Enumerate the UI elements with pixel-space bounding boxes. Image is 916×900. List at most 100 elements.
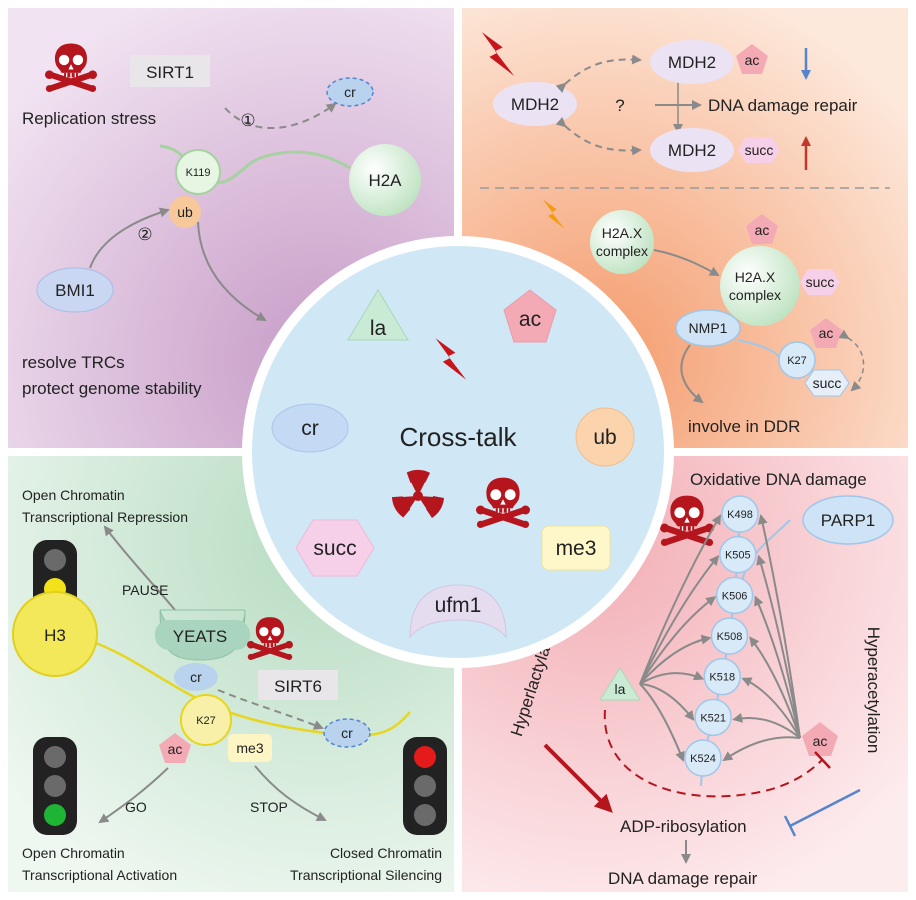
panel-h2a-k119: Replication stress SIRT1 ① cr K119 H2A u…	[22, 43, 421, 398]
mdh2-label: MDH2	[511, 95, 559, 114]
succ-mark-h2ax	[800, 269, 840, 295]
succ-label-nmp1: succ	[813, 375, 842, 391]
outcome-line-1: resolve TRCs	[22, 353, 125, 372]
k27-label-nmp1: K27	[787, 355, 807, 367]
la-to-k521-arrow	[639, 683, 695, 721]
me3-center-label: me3	[556, 537, 597, 560]
light-middle-off	[44, 775, 66, 797]
succ-label-mdh2: succ	[745, 142, 774, 158]
la-to-k518-arrow	[639, 670, 705, 685]
h2ax-label: H2A.X	[602, 225, 643, 241]
mdh2-to-succ-arrow	[555, 116, 642, 156]
cr-mark-removed-sirt6	[323, 718, 371, 748]
la-label-q4: la	[615, 681, 626, 697]
h2ax-mod-complex-label: complex	[729, 287, 781, 303]
pause-label: PAUSE	[122, 582, 168, 598]
nmp1-oval	[675, 309, 741, 347]
site-k524	[684, 739, 722, 777]
k119-residue	[175, 149, 221, 195]
h3-histone	[12, 591, 98, 677]
go-label: GO	[125, 799, 147, 815]
parp1-oval	[802, 495, 894, 545]
ac-inhibit-bar	[783, 815, 797, 837]
light-bottom-green	[44, 804, 66, 826]
sirt6-decrotonylation-arrow	[217, 689, 324, 730]
outcome-line-2: protect genome stability	[22, 379, 202, 398]
light-top-red	[414, 746, 436, 768]
cr-mark-yeats	[174, 663, 218, 691]
ac-label-h2ax: ac	[755, 222, 770, 238]
ub-mark	[169, 196, 201, 228]
ufm1-center-label: ufm1	[435, 594, 482, 617]
ub-label: ub	[177, 204, 193, 220]
k119-label: K119	[186, 167, 211, 179]
sirt6-label: SIRT6	[274, 677, 322, 696]
succ-center-label: succ	[313, 537, 356, 560]
crosstalk-title: Cross-talk	[399, 422, 517, 452]
h2ax-modify-arrow	[653, 249, 720, 276]
involve-in-ddr-label: involve in DDR	[688, 417, 800, 436]
la-center-label: la	[370, 317, 387, 340]
center-crosstalk: la ac cr Cross-talk ub succ me3 ufm1	[242, 236, 674, 668]
traffic-light-icon-red	[403, 737, 447, 835]
cr-label-removed: cr	[341, 725, 353, 741]
decrotonylation-arrow	[224, 102, 337, 130]
light-middle-off	[414, 775, 436, 797]
site-label-k524: K524	[690, 753, 716, 765]
la-to-k524-arrow	[639, 683, 685, 762]
bmi1-oval	[36, 267, 114, 313]
ac-mark-h3	[159, 733, 191, 763]
hyperacetylation-label: Hyperacetylation	[864, 627, 883, 754]
h2ax-mod-label: H2A.X	[735, 269, 776, 285]
nmp1-label: NMP1	[689, 320, 728, 336]
h3-label: H3	[44, 626, 66, 645]
mdh2-ac-label: MDH2	[668, 53, 716, 72]
cr-label: cr	[344, 84, 356, 100]
ac-inhibit-blue	[789, 788, 861, 828]
open-chromatin-top-label: Open Chromatin	[22, 487, 125, 503]
site-k506	[715, 576, 754, 615]
ufm1-crescent	[409, 584, 507, 639]
oxidative-damage-title: Oxidative DNA damage	[690, 470, 867, 489]
site-label-k521: K521	[700, 712, 726, 724]
h2ax-complex-label: complex	[596, 243, 648, 259]
succ-label-h2ax: succ	[806, 274, 835, 290]
ac-mark-mdh2	[736, 44, 768, 74]
ac-mark-q4	[802, 722, 838, 756]
h3-tail	[87, 638, 411, 737]
mdh2-to-ac-arrow	[555, 54, 642, 94]
la-to-k508-arrow	[639, 634, 712, 685]
k27-label-h3: K27	[196, 715, 216, 727]
ddr-arrow	[680, 344, 704, 404]
panel-mdh2-h2ax: MDH2 ? MDH2 ac DNA damage repair MDH2 su…	[480, 32, 890, 436]
la-to-k505-arrow	[639, 555, 720, 685]
light-bottom-off	[414, 804, 436, 826]
la-to-k506-arrow	[639, 596, 717, 685]
step-2-label: ②	[137, 225, 152, 244]
k27-residue-nmp1	[778, 341, 816, 379]
light-top-off	[44, 549, 66, 571]
sirt1-label: SIRT1	[146, 63, 194, 82]
stop-arrow	[254, 765, 327, 821]
succ-mark-mdh2	[738, 137, 780, 163]
pause-arrow	[103, 525, 176, 611]
ac-center-label: ac	[519, 308, 541, 331]
ac-label-q4: ac	[813, 733, 828, 749]
nmp1-tail	[737, 339, 781, 359]
traffic-light-icon-green	[33, 737, 77, 835]
cr-center-label: cr	[301, 417, 319, 440]
cr-mark-removed	[326, 77, 374, 107]
light-top-off	[44, 746, 66, 768]
la-triangle	[347, 289, 409, 341]
ac-to-k508-arrow	[749, 636, 801, 739]
ac-mark-h2ax	[746, 214, 778, 244]
sirt6-box	[258, 670, 338, 700]
bmi1-label: BMI1	[55, 281, 95, 300]
closed-chromatin-label: Closed Chromatin	[330, 845, 442, 861]
site-label-k518: K518	[709, 672, 735, 684]
dna-damage-repair-q4-label: DNA damage repair	[608, 869, 758, 888]
ac-succ-switch-arrow	[838, 329, 865, 392]
ub-center-label: ub	[593, 426, 616, 449]
mdh2-succ-label: MDH2	[668, 141, 716, 160]
